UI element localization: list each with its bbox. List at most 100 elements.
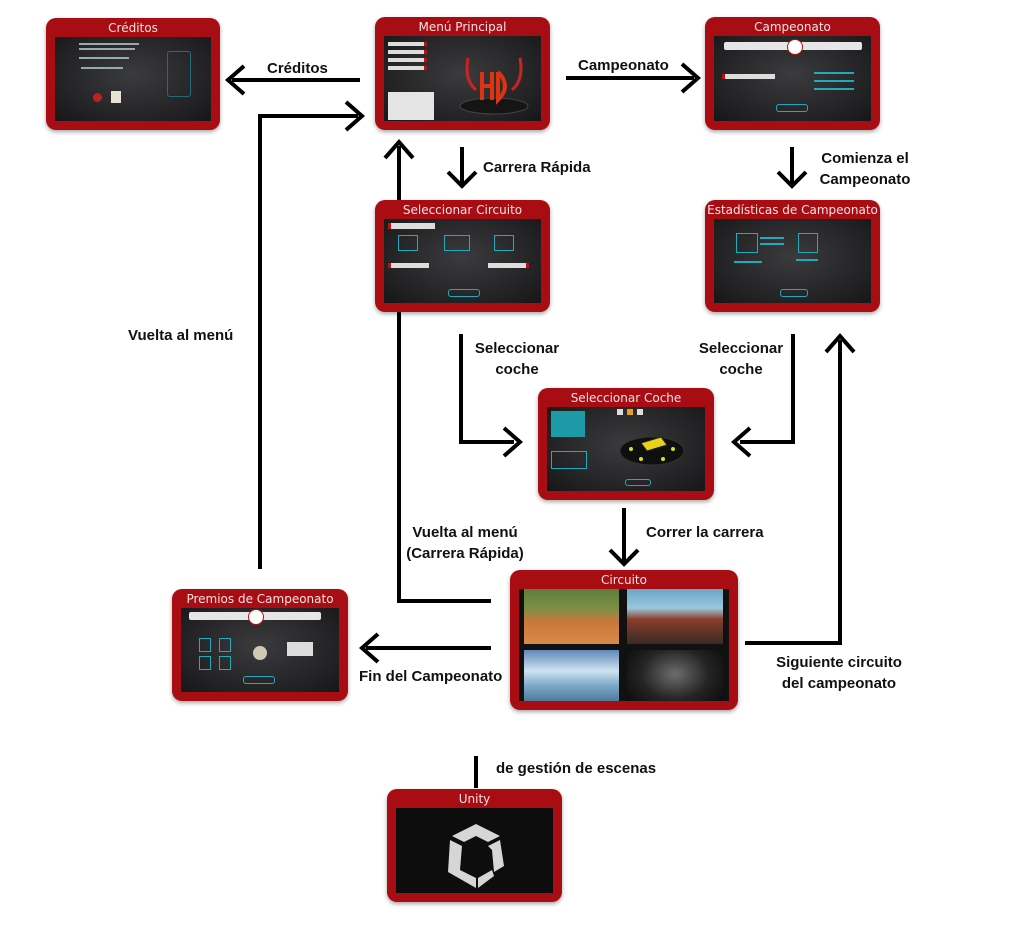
position-box [219, 638, 231, 652]
label-vuelta-menu-rapida: Vuelta al menú (Carrera Rápida) [400, 522, 530, 564]
difficulty-bar [388, 263, 429, 268]
credits-text-line [79, 48, 135, 50]
screen-campeonato [714, 36, 871, 121]
label-fin-campeonato: Fin del Campeonato [359, 668, 503, 685]
screen-seleccionar-circuito [384, 219, 541, 303]
label-comienza-campeonato: Comienza el Campeonato [808, 148, 922, 190]
hd-logo-icon [248, 609, 264, 625]
label-comienza-line2: Campeonato [819, 171, 911, 188]
node-title-menu-principal: Menú Principal [418, 20, 507, 34]
label-sel-coche-left-line1: Seleccionar [474, 340, 560, 357]
node-title-circuito: Circuito [601, 573, 647, 587]
label-siguiente-circuito: Siguiente circuito del campeonato [770, 652, 908, 694]
track-thumbnail [444, 235, 470, 251]
position-box [199, 638, 211, 652]
node-title-campeonato: Campeonato [754, 20, 831, 34]
label-campeonato: Campeonato [578, 57, 669, 74]
node-title-seleccionar-coche: Seleccionar Coche [570, 391, 682, 405]
stat-line [814, 72, 854, 74]
node-title-estadisticas: Estadísticas de Campeonato [707, 203, 878, 217]
arrowhead-vuelta-rapida [383, 138, 415, 160]
arrowhead-siguiente [824, 332, 856, 354]
stat-line [760, 237, 784, 239]
label-vuelta-rapida-line2: (Carrera Rápida) [406, 545, 524, 562]
arrowhead-vuelta-menu [344, 100, 366, 132]
screen-estadisticas [714, 219, 871, 303]
winner-plate [287, 642, 313, 656]
label-sel-coche-right-line2: coche [719, 361, 763, 378]
credits-emblem-icon [167, 51, 191, 97]
label-vuelta-menu: Vuelta al menú [128, 327, 234, 344]
car-option-swatch [637, 409, 643, 415]
position-box [199, 656, 211, 670]
credits-text-line [79, 43, 139, 45]
track-forest-thumbnail [524, 589, 619, 644]
map-selection-bar [388, 223, 435, 229]
label-seleccionar-coche-right: Seleccionar coche [690, 338, 792, 380]
screen-premios [181, 608, 339, 692]
menu-button-shape [388, 58, 427, 62]
screen-creditos [55, 37, 211, 121]
university-logo-icon [93, 93, 102, 102]
label-sel-coche-right-line1: Seleccionar [698, 340, 784, 357]
arrowhead-carrera-rapida [446, 170, 478, 189]
stat-line [760, 243, 784, 245]
hd-logo-icon [787, 39, 803, 55]
node-estadisticas-campeonato: Estadísticas de Campeonato [705, 200, 880, 312]
node-title-premios: Premios de Campeonato [186, 592, 334, 606]
select-button-shape [625, 479, 651, 486]
screen-menu-principal [384, 36, 541, 121]
node-creditos: Créditos [46, 18, 220, 130]
label-siguiente-line1: Siguiente circuito [776, 654, 902, 671]
label-carrera-rapida: Carrera Rápida [483, 159, 591, 176]
screen-circuito [519, 589, 729, 701]
arrowhead-correr [608, 548, 640, 567]
node-title-unity: Unity [458, 792, 491, 806]
start-button-shape [776, 104, 808, 112]
continue-button-shape [780, 289, 808, 297]
arrowhead-sel-coche-left [502, 426, 524, 458]
school-logo-icon [111, 91, 121, 103]
credits-text-line [81, 67, 123, 69]
node-unity: Unity [387, 789, 562, 902]
track-thumbnail [398, 235, 418, 251]
arrowhead-comienza [776, 170, 808, 189]
label-creditos: Créditos [267, 60, 328, 77]
node-premios-campeonato: Premios de Campeonato [172, 589, 348, 701]
track-thumbnail [798, 233, 818, 253]
edge-siguiente-circuito [745, 340, 842, 645]
track-desert-thumbnail [627, 589, 723, 644]
label-correr-carrera: Correr la carrera [646, 524, 764, 541]
screen-seleccionar-coche [547, 407, 705, 491]
node-circuito: Circuito [510, 570, 738, 710]
track-thumbnail [494, 235, 514, 251]
arrowhead-sel-coche-right [730, 426, 752, 458]
menu-options-panel [388, 92, 434, 120]
node-title-seleccionar-circuito: Seleccionar Circuito [402, 203, 523, 217]
label-sel-coche-left-line2: coche [495, 361, 539, 378]
car-option-swatch [617, 409, 623, 415]
label-vuelta-rapida-line1: Vuelta al menú [412, 524, 518, 541]
hd-logo-icon [459, 57, 529, 115]
node-campeonato: Campeonato [705, 17, 880, 130]
arrowhead-campeonato [680, 62, 702, 94]
stat-line [796, 259, 818, 261]
menu-button-shape [388, 50, 427, 54]
unity-logo-icon [448, 824, 504, 888]
arrowhead-creditos [224, 64, 246, 96]
node-seleccionar-circuito: Seleccionar Circuito [375, 200, 550, 312]
credits-text-line [79, 57, 129, 59]
laps-bar [488, 263, 529, 268]
difficulty-bar [722, 74, 775, 79]
continue-button-shape [243, 676, 275, 684]
menu-button-shape [388, 66, 427, 70]
menu-button-shape [388, 42, 427, 46]
stat-line [734, 261, 762, 263]
track-tunnel-thumbnail [627, 650, 723, 701]
node-menu-principal: Menú Principal [375, 17, 550, 130]
continue-button-shape [448, 289, 480, 297]
edge-sel-circuito-coche [459, 334, 514, 444]
track-snow-thumbnail [524, 650, 619, 701]
label-gestion-escenas: de gestión de escenas [496, 760, 657, 777]
